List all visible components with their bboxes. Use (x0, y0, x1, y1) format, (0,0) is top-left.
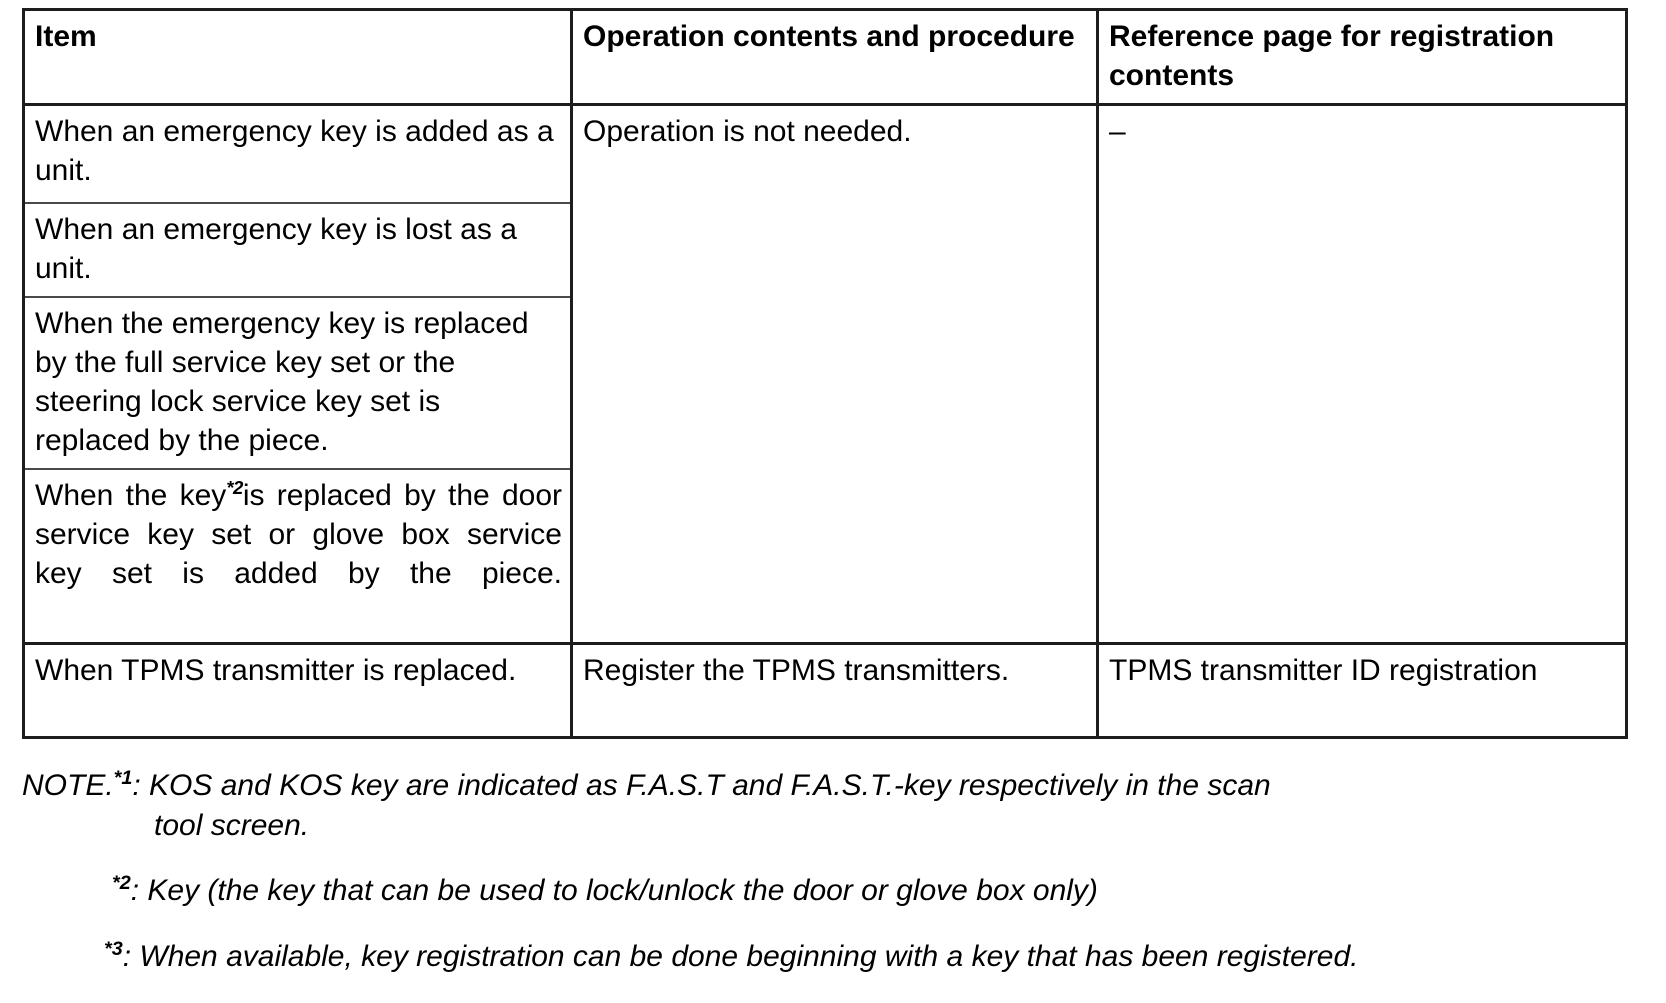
table-header: Item Operation contents and procedure Re… (23, 9, 1627, 105)
reference-text: – (1109, 115, 1126, 148)
note-1-continuation: tool screen. (154, 808, 310, 842)
note-label: NOTE. (22, 769, 114, 802)
item-text: When an emergency key is lost as a unit. (35, 212, 517, 285)
column-header-operation: Operation contents and procedure (570, 9, 1098, 105)
cell-item: When TPMS transmitter is replaced. (23, 642, 572, 738)
registration-table-container: Item Operation contents and procedure Re… (22, 8, 1628, 739)
registration-table: Item Operation contents and procedure Re… (22, 8, 1628, 739)
note-1-text: : KOS and KOS key are indicated as F.A.S… (132, 769, 1271, 802)
cell-reference: – (1096, 104, 1627, 644)
column-header-item: Item (35, 20, 97, 53)
note-3: *3: When available, key registration can… (104, 937, 1642, 977)
table-body: When an emergency key is added as a unit… (23, 104, 1627, 738)
table-row: When the key*2is replaced by the door se… (23, 467, 1627, 644)
cell-reference: TPMS transmitter ID registration (1096, 642, 1627, 738)
item-text-tail: is replaced by the door service key set … (35, 478, 563, 590)
item-text: When an emergency key is added as a unit… (35, 115, 554, 187)
footnote-marker-2: *2 (226, 476, 243, 498)
cell-operation: Operation is not needed. (570, 104, 1098, 644)
table-row: When TPMS transmitter is replaced. Regis… (23, 642, 1627, 738)
operation-text: Operation is not needed. (583, 115, 912, 148)
note-2-text: : Key (the key that can be used to lock/… (130, 874, 1098, 908)
reference-text: TPMS transmitter ID registration (1109, 654, 1538, 687)
footnote-marker-3: *3 (104, 937, 123, 960)
table-row: When the emergency key is replaced by th… (23, 295, 1627, 469)
cell-item: When the key*2is replaced by the door se… (23, 467, 572, 644)
cell-item: When the emergency key is replaced by th… (23, 295, 572, 469)
notes-block: NOTE.*1: KOS and KOS key are indicated a… (22, 760, 1642, 976)
cell-item: When an emergency key is lost as a unit. (23, 201, 572, 297)
note-1: NOTE.*1: KOS and KOS key are indicated a… (22, 766, 1642, 806)
footnote-marker-2: *2 (112, 872, 131, 895)
item-text: When TPMS transmitter is replaced. (35, 654, 517, 687)
item-text-lead: When the key (35, 478, 227, 512)
note-3-text: : When available, key registration can b… (122, 939, 1359, 973)
item-text: When the emergency key is replaced by th… (35, 306, 529, 457)
item-text-first-line: When the key*2is replaced by the door se… (35, 476, 562, 593)
footnote-marker-1: *1 (113, 767, 133, 789)
note-2: *2: Key (the key that can be used to loc… (112, 871, 1642, 911)
table-row: When an emergency key is added as a unit… (24, 104, 1627, 644)
table-row: When an emergency key is lost as a unit. (23, 201, 1627, 297)
table-header-row: Item Operation contents and procedure Re… (23, 9, 1627, 105)
cell-item: When an emergency key is added as a unit… (24, 105, 572, 203)
cell-operation: Register the TPMS transmitters. (570, 642, 1098, 738)
operation-text: Register the TPMS transmitters. (583, 654, 1010, 687)
column-header-reference: Reference page for registration contents (1096, 9, 1627, 105)
